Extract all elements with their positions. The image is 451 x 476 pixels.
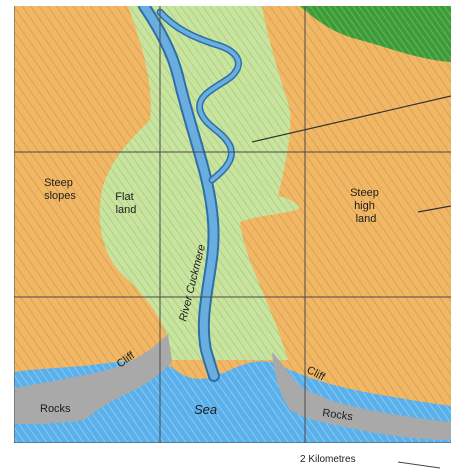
pointer-line-icon (417, 205, 451, 213)
label-sea: Sea (194, 402, 217, 417)
rocks-right (272, 352, 451, 440)
scale-label: 2 Kilometres (300, 454, 356, 465)
label-flat-land: Flat land (115, 191, 136, 216)
label-steep-slopes: Steep slopes (44, 177, 76, 202)
forest-area (300, 6, 451, 62)
rocks-left (14, 334, 172, 424)
grid-lines (14, 6, 451, 443)
river-channel (140, 6, 218, 380)
scale-bar (397, 461, 441, 469)
river-meander (158, 10, 241, 182)
pointer-line-icon (251, 95, 451, 143)
label-steep-high-land: Steep high land (350, 187, 382, 225)
flat-land-area (99, 6, 300, 360)
label-rocks-right: Rocks (322, 407, 354, 423)
label-rocks-left: Rocks (40, 403, 71, 415)
